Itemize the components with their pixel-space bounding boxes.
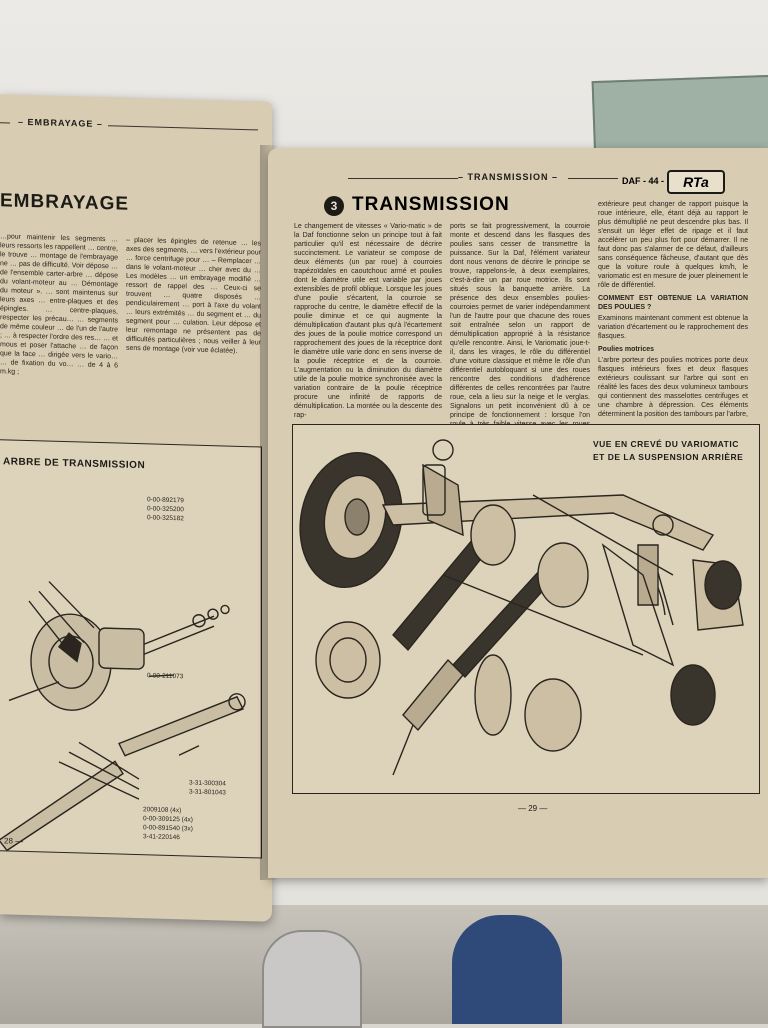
daf-model-tag: DAF - 44 - (622, 176, 665, 186)
header-rule (348, 178, 458, 179)
left-text-column-1: …pour maintenir les segments … leurs res… (0, 233, 118, 376)
left-page-title: EMBRAYAGE (0, 190, 130, 215)
column-3-body: Examinons maintenant comment est obtenue… (598, 315, 748, 340)
right-text-column-3: extérieure peut changer de rapport puisq… (598, 200, 748, 420)
left-running-head: – EMBRAYAGE – (18, 116, 103, 130)
section-subheading: COMMENT EST OBTENUE LA VARIATION DES POU… (598, 295, 748, 311)
part-number: 0-00-892179 (147, 496, 184, 505)
column-3-intro: extérieure peut changer de rapport puisq… (598, 201, 748, 289)
part-number: 2009108 (4x) (143, 806, 182, 815)
sneaker (262, 930, 362, 1028)
left-page-number: 28 — (4, 836, 24, 846)
header-rule (108, 125, 258, 131)
right-running-head: – TRANSMISSION – (458, 172, 559, 182)
transmission-shaft-diagram: ARBRE DE TRANSMISSION (0, 439, 262, 859)
column-3-body-2: L'arbre porteur des poulies motrices por… (598, 357, 748, 418)
header-rule (0, 122, 10, 124)
figure-title-line-1: VUE EN CREVÉ DU VARIOMATIC (593, 439, 739, 449)
part-number: 0-00-325200 (147, 505, 184, 514)
part-number: 3-41-220146 (143, 833, 180, 842)
left-text-column-2: – placer les épingles de retenue … les a… (126, 236, 261, 355)
rta-logo: RTa (667, 170, 725, 194)
variomatic-cutaway-figure: VUE EN CREVÉ DU VARIOMATIC ET DE LA SUSP… (292, 424, 760, 794)
right-page: – TRANSMISSION – Le changement de vitess… (268, 148, 768, 878)
section-number-badge: 3 (324, 196, 344, 216)
variomatic-cutaway-drawing (299, 439, 744, 776)
header-rule (568, 178, 618, 179)
floor-background (0, 905, 768, 1024)
part-number: 0-00-891540 (3x) (143, 824, 193, 833)
part-number: 0-00-325182 (147, 514, 184, 523)
part-number: 0-00-211073 (147, 672, 184, 681)
part-number: 3-31-300304 (189, 779, 226, 788)
exploded-shaft-drawing (0, 581, 246, 852)
figure-title-line-2: ET DE LA SUSPENSION ARRIÈRE (593, 452, 744, 462)
part-number: 0-00-309125 (4x) (143, 815, 193, 824)
right-page-title: TRANSMISSION (352, 194, 510, 215)
right-page-number: — 29 — (518, 804, 548, 813)
jeans-leg (452, 915, 562, 1024)
left-page: – EMBRAYAGE – EMBRAYAGE …pour maintenir … (0, 94, 272, 922)
poulies-motrices-heading: Poulies motrices (598, 346, 655, 353)
part-number: 3-31-801043 (189, 788, 226, 797)
right-text-column-1: Le changement de vitesses « Vario-matic … (294, 223, 442, 419)
